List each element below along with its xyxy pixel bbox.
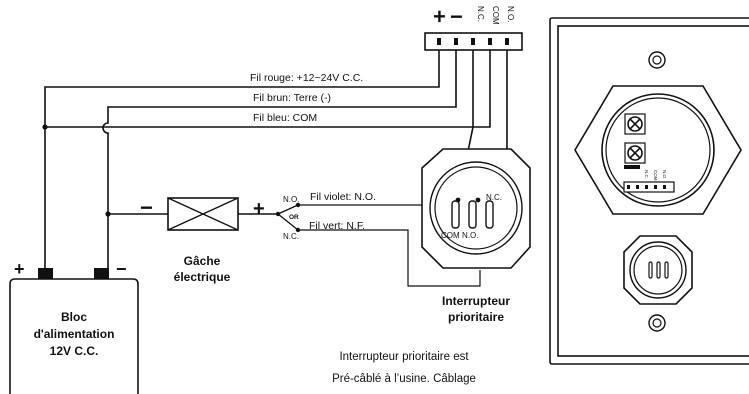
psu-positive-terminal bbox=[38, 268, 53, 279]
terminal-no-label: N.O. bbox=[506, 6, 515, 22]
terminal-plus-label: + bbox=[433, 4, 446, 29]
top-screw-icon bbox=[648, 51, 666, 69]
switch-com-label: COM bbox=[441, 231, 460, 240]
electric-strike: − + Gâche électrique bbox=[140, 195, 265, 284]
plate-no-label: N.O. bbox=[662, 170, 667, 179]
bottom-screw-icon bbox=[648, 314, 666, 332]
violet-wire-label: Fil violet: N.O. bbox=[310, 191, 376, 203]
psu-minus-label: − bbox=[116, 259, 127, 279]
power-supply: + − Bloc d'alimentation 12V C.C. bbox=[9, 259, 139, 394]
red-wire bbox=[44, 50, 440, 268]
switch-no-label: N.O. bbox=[462, 231, 478, 240]
brown-wire-label: Fil brun: Terre (-) bbox=[253, 92, 331, 104]
strike-minus-label: − bbox=[140, 195, 153, 220]
green-wire bbox=[298, 229, 481, 287]
contact-nc-label: N.C. bbox=[283, 232, 299, 241]
note-line1: Interrupteur prioritaire est bbox=[339, 351, 469, 363]
psu-title-line2: d'alimentation bbox=[34, 327, 115, 341]
override-switch: N.C. COM N.O. Interrupteur prioritaire bbox=[421, 148, 531, 324]
terminal-nc-label: N.C. bbox=[476, 6, 485, 22]
switch-title-line2: prioritaire bbox=[448, 310, 504, 324]
psu-title-line1: Bloc bbox=[61, 310, 87, 324]
psu-negative-terminal bbox=[94, 268, 109, 279]
relay-contact: N.O. OR N.C. bbox=[275, 195, 301, 241]
green-wire-label: Fil vert: N.F. bbox=[309, 220, 365, 232]
switch-nc-label: N.C. bbox=[486, 193, 502, 202]
blue-wire-label: Fil bleu: COM bbox=[253, 112, 317, 124]
plate-com-label: COM bbox=[653, 170, 658, 181]
terminal-com-label: COM bbox=[491, 6, 500, 25]
note-line2: Pré-câblé à l’usine. Câblage bbox=[332, 373, 476, 385]
wires bbox=[42, 50, 508, 287]
blue-wire bbox=[45, 50, 491, 128]
psu-box bbox=[9, 278, 139, 394]
plate-nc-label: N.C. bbox=[644, 170, 649, 179]
contact-or-label: OR bbox=[289, 214, 299, 221]
switch-title-line1: Interrupteur bbox=[442, 294, 510, 308]
strike-title-line1: Gâche bbox=[184, 254, 221, 268]
terminal-block: + − N.C. COM N.O. bbox=[424, 4, 523, 51]
red-wire-label: Fil rouge: +12~24V C.C. bbox=[250, 72, 363, 84]
strike-plus-label: + bbox=[253, 198, 265, 220]
contact-no-label: N.O. bbox=[283, 195, 299, 204]
psu-title-line3: 12V C.C. bbox=[50, 344, 99, 358]
terminal-minus-label: − bbox=[450, 4, 463, 29]
psu-plus-label: + bbox=[14, 259, 25, 279]
strike-title-line2: électrique bbox=[174, 270, 231, 284]
wall-plate: N.C. COM N.O. bbox=[549, 17, 749, 365]
